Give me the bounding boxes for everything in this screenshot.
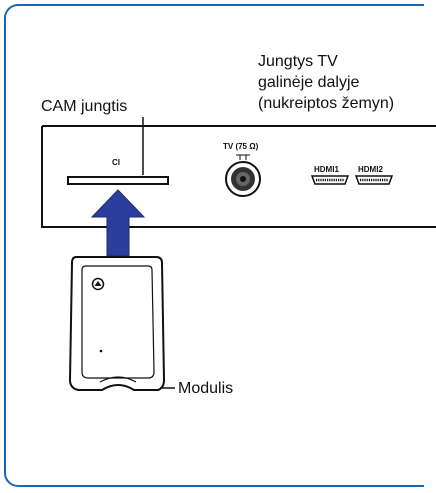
ci-slot	[67, 176, 169, 185]
tv-connector-label: TV (75 Ω)	[223, 142, 259, 151]
rear-connections-label-2: galinėje dalyje	[258, 74, 360, 91]
hdmi1-port	[310, 175, 350, 185]
insert-arrow-icon	[90, 189, 146, 257]
module-label: Modulis	[178, 380, 234, 397]
hdmi2-port	[354, 175, 394, 185]
ci-label: CI	[112, 158, 120, 167]
hdmi2-label: HDMI2	[358, 165, 383, 174]
tv-antenna-connector	[225, 154, 261, 197]
rear-connections-label-3: (nukreiptos žemyn)	[258, 95, 395, 112]
figure-frame	[4, 4, 424, 487]
cam-module	[68, 256, 166, 391]
cam-connector-label: CAM jungtis	[41, 98, 128, 115]
rear-connections-label-1: Jungtys TV	[258, 53, 338, 70]
hdmi1-label: HDMI1	[314, 165, 339, 174]
